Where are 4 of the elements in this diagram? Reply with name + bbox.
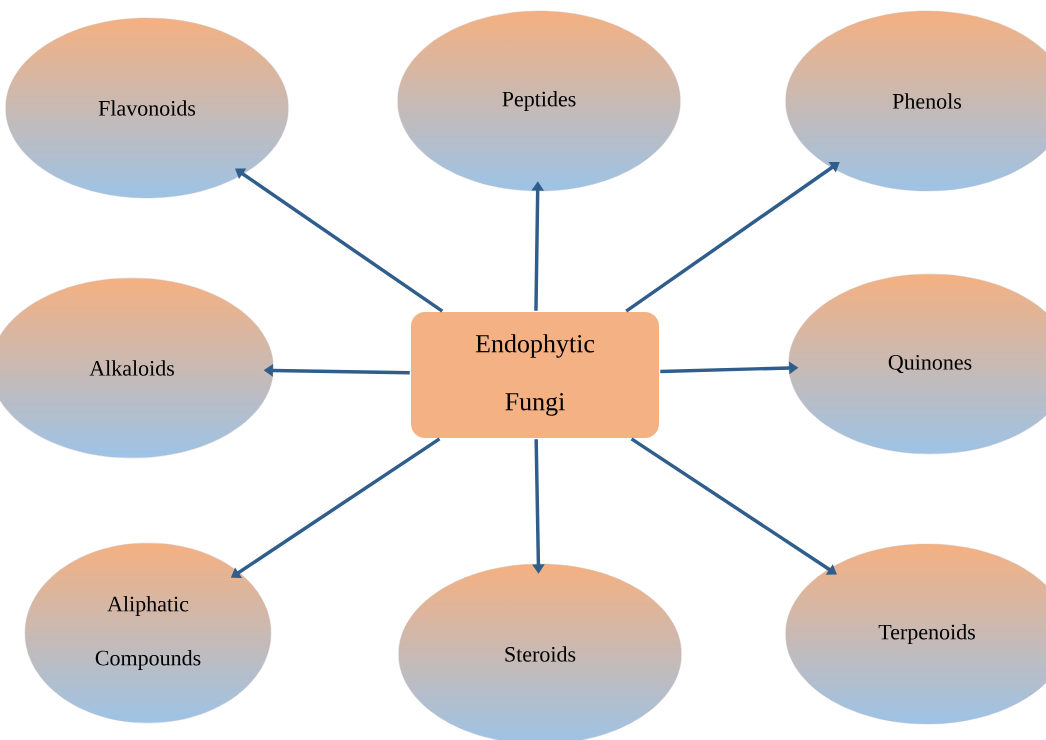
arrow bbox=[625, 162, 840, 313]
arrow bbox=[630, 437, 837, 575]
arrow bbox=[235, 168, 444, 313]
rounded-box: Endophytic Fungi bbox=[411, 312, 659, 438]
